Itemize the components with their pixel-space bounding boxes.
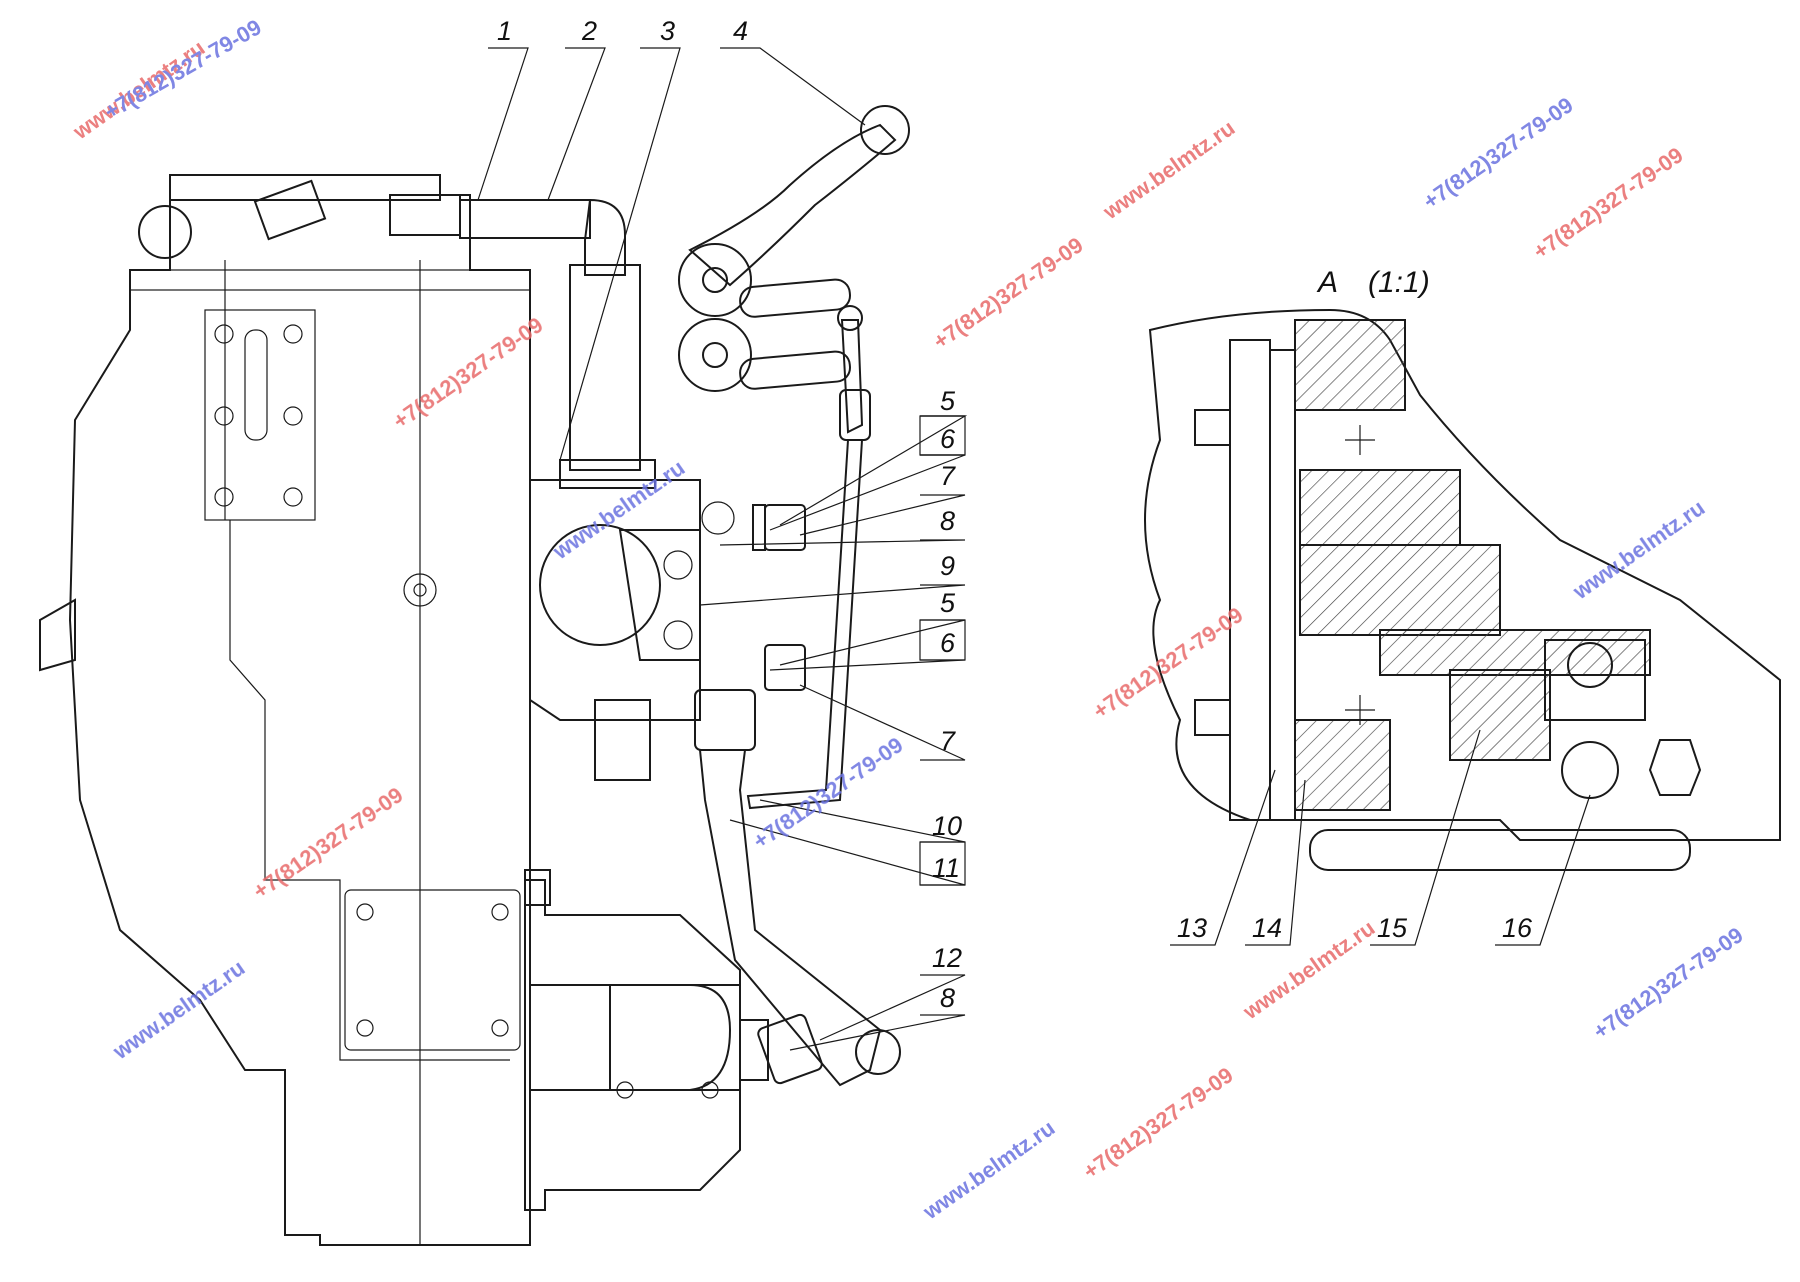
fittings [701,501,806,691]
watermark-phone: +7(812)327-79-09 [100,14,266,124]
linkage-rod [746,305,871,810]
callout-7-lower: 7 [940,726,956,756]
callout-7-upper: 7 [940,461,956,491]
control-lever [678,105,910,392]
detail-title: A [1316,266,1338,299]
valve-block [529,479,701,781]
fitting-lower [764,644,806,691]
callout-5-upper: 5 [940,386,956,416]
callout-2: 2 [581,16,597,46]
detail-scale: (1:1) [1368,266,1430,299]
callout-8-lower: 8 [940,983,955,1013]
fitting-upper [764,504,806,551]
watermark-phone: +7(812)327-79-09 [1089,602,1248,724]
callout-4: 4 [733,16,748,46]
valve-column [559,264,656,489]
watermark-site: www.belmtz.ru [548,455,690,565]
callout-15: 15 [1377,913,1408,943]
callout-9: 9 [940,551,955,581]
callout-1: 1 [497,16,512,46]
watermark-site: www.belmtz.ru [1568,495,1710,605]
top-pipe [389,194,626,276]
callout-16: 16 [1502,913,1533,943]
callout-13: 13 [1177,913,1207,943]
callout-11: 11 [932,853,960,883]
leader-lines [477,47,1591,1051]
detail-view-a [1144,308,1781,871]
callout-5-lower: 5 [940,588,956,618]
watermark-site: www.belmtz.ru [108,955,250,1065]
watermark-site: www.belmtz.ru [1098,115,1240,225]
callouts: 1 2 3 4 5 6 7 8 9 5 6 7 10 11 12 8 13 14… [497,16,1533,1013]
callout-10: 10 [932,811,962,841]
watermark-phone: +7(812)327-79-09 [389,312,548,434]
callout-8-upper: 8 [940,506,955,536]
gearbox-housing [39,174,531,1246]
watermark-phone: +7(812)327-79-09 [1589,922,1748,1044]
callout-6-upper: 6 [940,424,956,454]
callout-14: 14 [1252,913,1282,943]
callout-12: 12 [932,943,962,973]
detail-view-title: A (1:1) [1316,266,1430,299]
watermark-phone: +7(812)327-79-09 [929,232,1088,354]
watermark-phone: +7(812)327-79-09 [249,782,408,904]
callout-3: 3 [660,16,675,46]
watermark-phone: +7(812)327-79-09 [1079,1062,1238,1184]
watermark-phone: +7(812)327-79-09 [1419,92,1578,214]
hose [694,689,901,1087]
callout-6-lower: 6 [940,628,956,658]
pump [524,869,769,1211]
watermark-site: www.belmtz.ru [918,1115,1060,1225]
washer-upper [752,504,766,551]
watermark-phone: +7(812)327-79-09 [1529,142,1688,264]
